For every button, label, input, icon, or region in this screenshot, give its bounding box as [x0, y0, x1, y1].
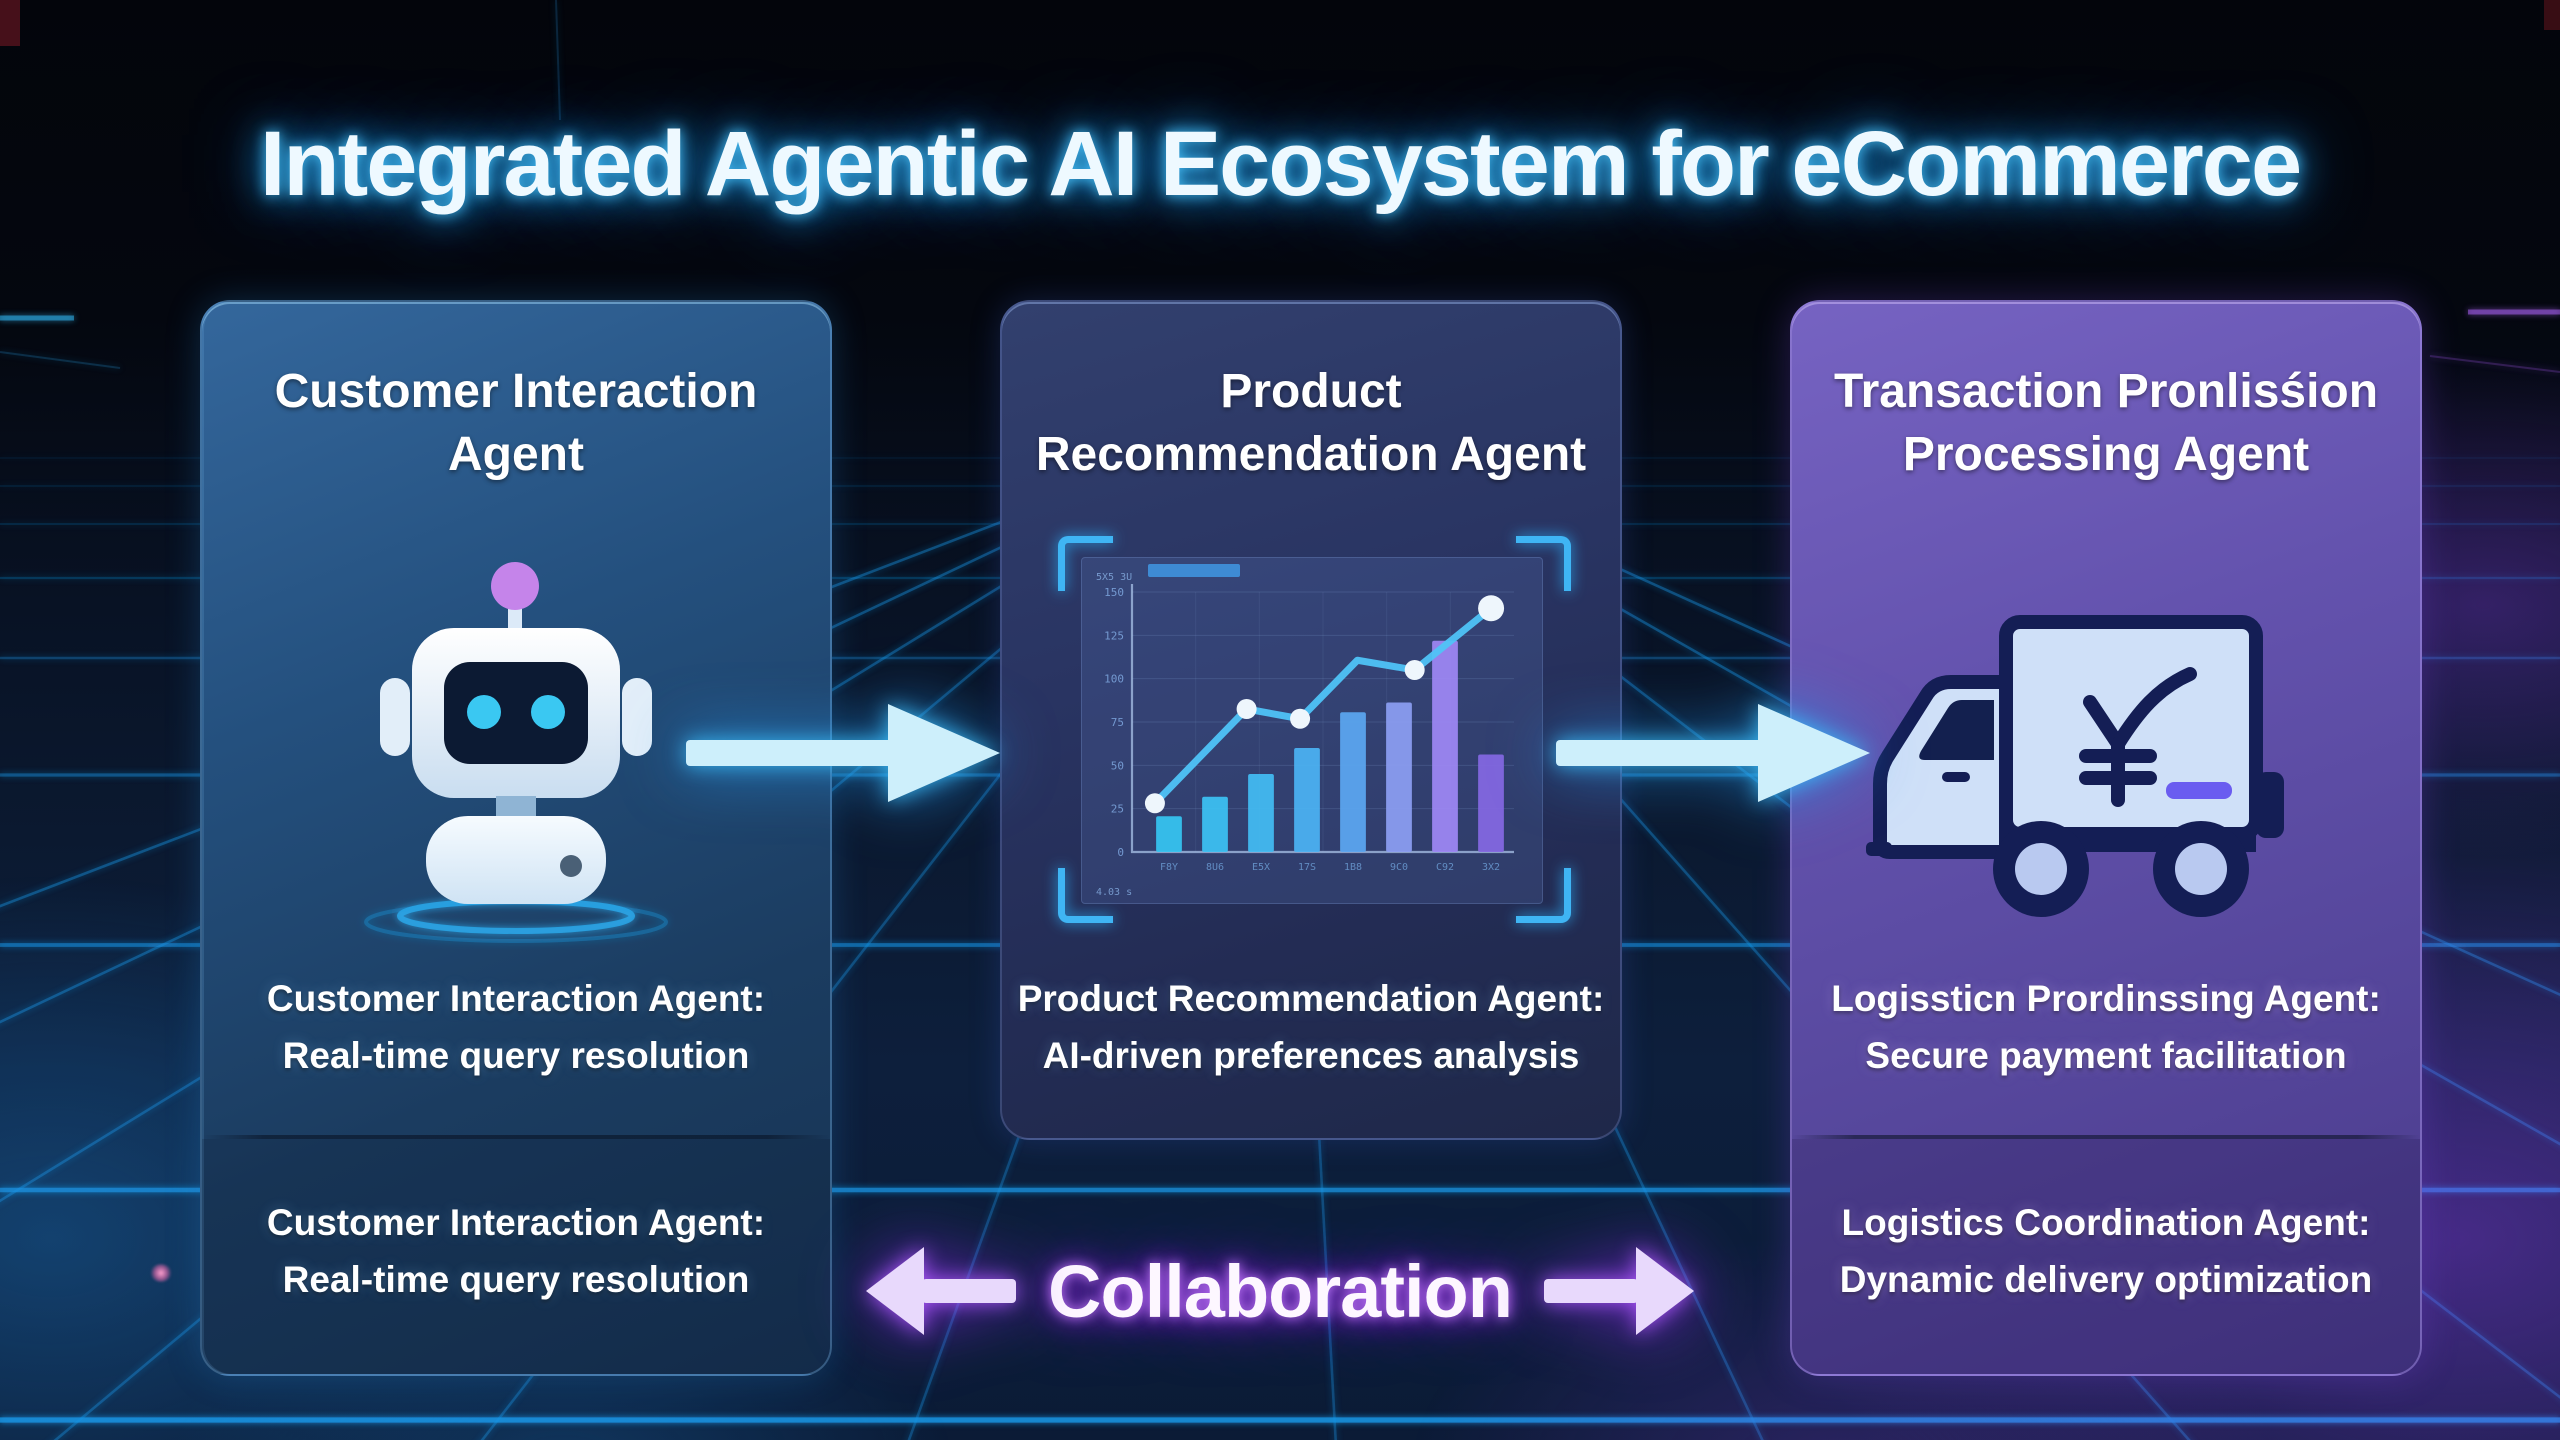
card-customer-caption-secondary: Customer Interaction Agent: Real-time qu… [202, 1194, 830, 1309]
card-section-divider [1792, 1135, 2420, 1139]
card-product-header: Product Recommendation Agent [1035, 365, 1587, 482]
delivery-truck-icon [1866, 615, 2284, 917]
svg-text:8U6: 8U6 [1206, 862, 1224, 873]
svg-text:17S: 17S [1298, 862, 1316, 873]
page-title: Integrated Agentic AI Ecosystem for eCom… [259, 113, 2302, 215]
svg-text:125: 125 [1104, 629, 1124, 642]
card-product-caption: Product Recommendation Agent: AI-driven … [1002, 970, 1620, 1085]
svg-text:F8Y: F8Y [1160, 862, 1178, 873]
caption-line: Product Recommendation Agent: [1017, 978, 1605, 1019]
caption-line: Logistics Coordination Agent: [1841, 1202, 2371, 1243]
svg-text:4.03 s: 4.03 s [1096, 887, 1132, 898]
svg-text:75: 75 [1111, 716, 1124, 729]
svg-text:1B8: 1B8 [1344, 862, 1362, 873]
card-customer-header: Customer Interaction Agent [274, 365, 758, 482]
collaboration-label: Collaboration [1048, 1249, 1513, 1333]
svg-text:9C0: 9C0 [1390, 862, 1408, 873]
caption-line: AI-driven preferences analysis [1042, 1035, 1580, 1077]
svg-text:100: 100 [1104, 673, 1124, 686]
flow-arrow-1 [686, 704, 1000, 802]
caption-line: Secure payment facilitation [1865, 1035, 2347, 1077]
grid-glint [150, 1264, 172, 1282]
collaboration-right-arrow-icon [1543, 1247, 1694, 1335]
caption-line: Customer Interaction Agent: [266, 1202, 766, 1243]
caption-line: Logissticn Prordinssing Agent: [1831, 978, 2381, 1019]
collaboration-left-arrow-icon [866, 1247, 1017, 1335]
card-customer-caption-primary: Customer Interaction Agent: Real-time qu… [202, 970, 830, 1085]
viewfinder-bracket-icon [1516, 536, 1571, 591]
viewfinder-bracket-icon [1516, 868, 1571, 923]
card-transaction-caption-primary: Logissticn Prordinssing Agent: Secure pa… [1792, 970, 2420, 1085]
caption-line: Dynamic delivery optimization [1839, 1259, 2373, 1301]
card-section-divider [202, 1135, 830, 1139]
svg-text:E5X: E5X [1252, 862, 1270, 873]
svg-text:C92: C92 [1436, 862, 1454, 873]
card-customer-interaction: Customer Interaction Agent [200, 300, 832, 1376]
svg-text:0: 0 [1117, 846, 1124, 859]
caption-line: Real-time query resolution [282, 1035, 750, 1077]
svg-text:3X2: 3X2 [1482, 862, 1500, 873]
svg-text:5X5 3U: 5X5 3U [1096, 572, 1132, 583]
card-transaction-caption-secondary: Logistics Coordination Agent: Dynamic de… [1792, 1194, 2420, 1309]
caption-line: Real-time query resolution [282, 1259, 750, 1301]
flow-arrow-2 [1556, 704, 1870, 802]
viewfinder-bracket-icon [1058, 868, 1113, 923]
svg-text:25: 25 [1111, 803, 1124, 816]
card-transaction-processing: Transaction Pronlisśion Processing Agent [1790, 300, 2422, 1376]
corner-artifact-left [0, 0, 20, 46]
svg-text:50: 50 [1111, 759, 1124, 772]
corner-artifact-right [2544, 0, 2560, 30]
collaboration-row: Collaboration [0, 1236, 2560, 1346]
card-transaction-header: Transaction Pronlisśion Processing Agent [1833, 365, 2379, 482]
viewfinder-bracket-icon [1058, 536, 1113, 591]
robot-icon [364, 562, 668, 943]
caption-line: Customer Interaction Agent: [266, 978, 766, 1019]
